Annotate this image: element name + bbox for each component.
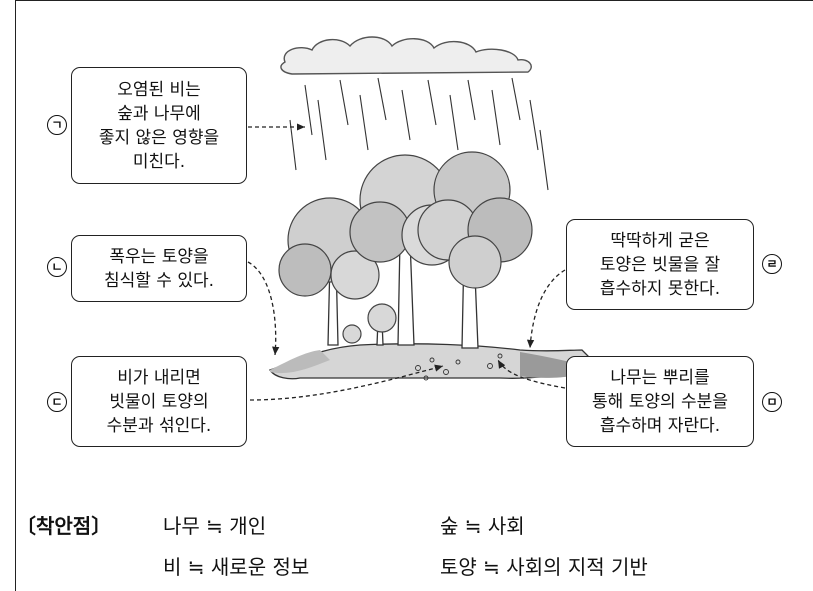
callout-heavy-rain: 폭우는 토양을 침식할 수 있다. — [71, 235, 247, 302]
callout-line: 통해 토양의 수분을 — [592, 391, 728, 412]
marker-mieum: ㅁ — [762, 392, 782, 412]
dashed-arrows — [247, 123, 566, 401]
callout-line: 침식할 수 있다. — [103, 270, 215, 291]
callout-line: 흡수하며 자란다. — [599, 415, 721, 436]
key-point-forest: 숲 ≒ 사회 — [440, 514, 525, 538]
callout-line: 토양은 빗물을 잘 — [599, 254, 721, 275]
callout-rain-mixing: 비가 내리면 빗물이 토양의 수분과 섞인다. — [71, 356, 247, 447]
callout-line: 좋지 않은 영향을 — [98, 127, 220, 148]
figure-frame — [15, 0, 813, 591]
callout-line: 숲과 나무에 — [117, 103, 201, 124]
callout-line: 빗물이 토양의 — [109, 391, 209, 412]
tree-canopies — [278, 151, 533, 344]
key-point-rain: 비 ≒ 새로운 정보 — [163, 555, 310, 579]
soil-ground — [269, 343, 602, 380]
callout-line: 딱딱하게 굳은 — [610, 230, 710, 251]
callout-line: 비가 내리면 — [117, 367, 201, 388]
marker-rieul: ㄹ — [762, 254, 782, 274]
rain-streaks — [289, 77, 549, 191]
callout-line: 나무는 뿌리를 — [610, 367, 710, 388]
callout-hard-soil: 딱딱하게 굳은 토양은 빗물을 잘 흡수하지 못한다. — [566, 219, 754, 310]
key-point-tree: 나무 ≒ 개인 — [163, 514, 267, 538]
soil-water-droplets — [415, 353, 503, 381]
callout-line: 흡수하지 못한다. — [599, 278, 721, 299]
callout-line: 오염된 비는 — [117, 79, 201, 100]
marker-giyeok: ㄱ — [47, 115, 67, 135]
key-point-soil: 토양 ≒ 사회의 지적 기반 — [440, 555, 648, 579]
marker-nieun: ㄴ — [47, 257, 67, 277]
callout-line: 수분과 섞인다. — [106, 415, 212, 436]
callout-polluted-rain: 오염된 비는 숲과 나무에 좋지 않은 영향을 미친다. — [71, 67, 247, 184]
callout-line: 폭우는 토양을 — [109, 246, 209, 267]
callout-line: 미친다. — [132, 151, 186, 172]
callout-roots: 나무는 뿌리를 통해 토양의 수분을 흡수하며 자란다. — [566, 356, 754, 447]
marker-digeut: ㄷ — [47, 392, 67, 412]
rain-cloud-icon — [280, 36, 532, 75]
key-points-label: 〔착안점〕 — [16, 514, 112, 538]
